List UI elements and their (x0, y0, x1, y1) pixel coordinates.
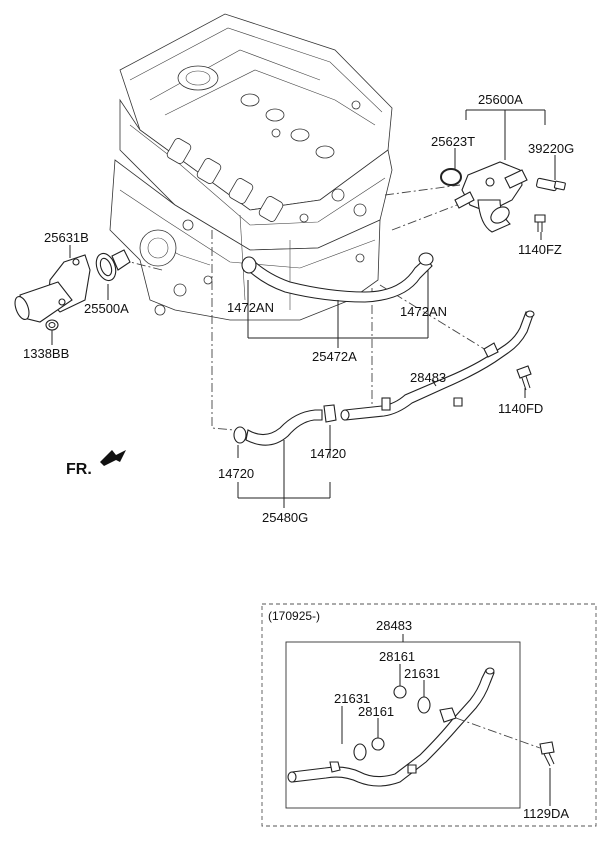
inset-water-pipe-28483 (287, 667, 495, 787)
hose-25480G (233, 404, 337, 446)
clip-28161-top (393, 685, 407, 699)
inset-part-label-1129DA: 1129DA (523, 806, 569, 821)
thermostat-housing-25631B (14, 254, 91, 323)
part-label-1472AN-right: 1472AN (400, 304, 447, 319)
part-label-25623T: 25623T (431, 134, 475, 149)
part-label-25472A: 25472A (312, 349, 357, 364)
part-label-39220G: 39220G (528, 141, 574, 156)
part-label-28483: 28483 (410, 370, 446, 385)
grommet-21631-left (353, 743, 367, 761)
bolt-1140FD (516, 365, 532, 391)
part-label-14720-right: 14720 (310, 446, 346, 461)
temperature-sensor-39220G (536, 177, 566, 192)
inset-box-170925: (170925-) 28483 28161 21631 21631 28161 … (261, 603, 597, 827)
thermostat-25500A (95, 249, 131, 282)
clip-28161-left (371, 737, 385, 751)
part-label-1140FD: 1140FD (498, 401, 543, 416)
part-label-1140FZ: 1140FZ (518, 242, 562, 257)
nut-1338BB (45, 319, 59, 331)
o-ring-25623T (440, 168, 462, 186)
part-label-14720-left: 14720 (218, 466, 254, 481)
part-label-1338BB: 1338BB (23, 346, 69, 361)
part-label-25600A: 25600A (478, 92, 523, 107)
water-pipe-28483 (340, 310, 535, 421)
front-direction-indicator: FR. (66, 450, 126, 478)
inset-part-label-28483: 28483 (376, 618, 412, 633)
grommet-21631-top (417, 696, 431, 714)
part-label-1472AN-left: 1472AN (227, 300, 274, 315)
part-label-25480G: 25480G (262, 510, 308, 525)
engine-block-illustration (109, 13, 393, 321)
inset-date-label: (170925-) (268, 609, 320, 623)
bolt-1129DA (539, 741, 555, 767)
inset-part-label-28161-top: 28161 (379, 649, 415, 664)
bolt-1140FZ (534, 214, 546, 232)
water-outlet-fitting-25600A (454, 161, 528, 233)
part-label-25500A: 25500A (84, 301, 129, 316)
inset-part-label-21631-left: 21631 (334, 691, 370, 706)
front-label: FR. (66, 461, 92, 478)
hose-25472A (241, 252, 434, 303)
inset-part-label-28161-left: 28161 (358, 704, 394, 719)
part-label-25631B: 25631B (44, 230, 89, 245)
inset-part-label-21631-top: 21631 (404, 666, 440, 681)
leader-lines (51, 109, 556, 508)
